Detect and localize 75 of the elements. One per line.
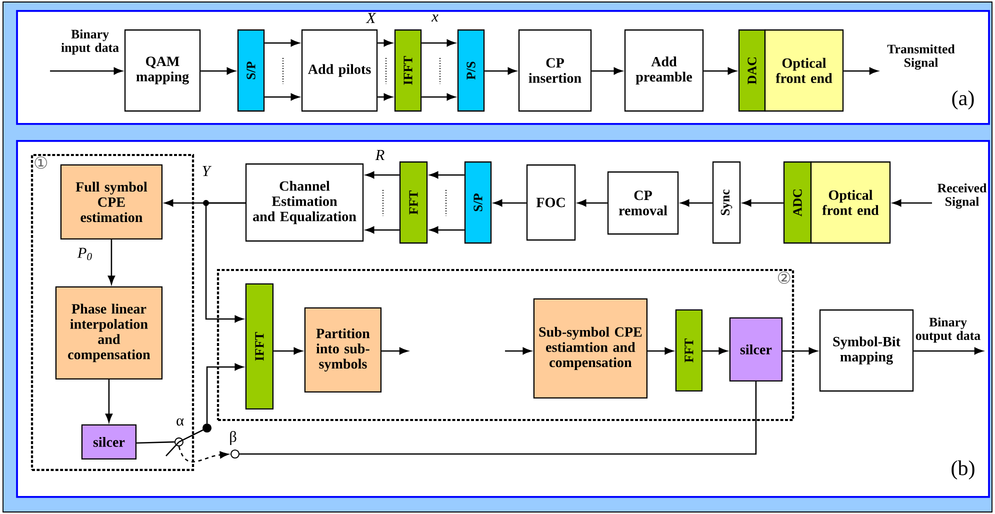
processing-bar: IFFT [245, 283, 274, 410]
edge-label: Binary input data [61, 29, 119, 55]
arrow [505, 347, 532, 355]
process-box: Full symbol CPE estimation [60, 164, 163, 240]
arrow [366, 171, 400, 179]
arrow [382, 347, 408, 355]
arrow [50, 67, 122, 75]
connector-line [136, 441, 174, 444]
arrow [430, 171, 464, 179]
arrow [484, 67, 516, 75]
arrow [844, 67, 878, 75]
panel-label: (a) [952, 90, 974, 110]
arrow [494, 199, 526, 207]
arrow [704, 67, 736, 75]
arrow [782, 347, 818, 355]
process-box: Add preamble [624, 29, 704, 112]
process-box: FOC [526, 164, 576, 241]
process-box: CP removal [607, 171, 679, 235]
signal-label: X [366, 13, 376, 23]
processing-bar: FFT [399, 161, 428, 244]
process-box: QAM mapping [124, 29, 201, 112]
process-box: Add pilots [301, 29, 378, 112]
processing-bar: S/P [464, 161, 492, 244]
arrow [742, 199, 784, 207]
arrow [200, 67, 236, 75]
arrow [680, 199, 712, 207]
processing-bar: ADC [783, 161, 812, 244]
connector-line [240, 382, 757, 455]
process-box: silcer [81, 424, 137, 460]
process-box: Optical front end [764, 29, 844, 112]
arrow [892, 199, 932, 207]
arrow [366, 226, 400, 234]
arrow [105, 380, 112, 422]
arrow [206, 363, 244, 424]
arrow [578, 199, 608, 207]
arrow [422, 93, 456, 101]
process-box: Optical front end [810, 161, 891, 244]
arrow [264, 93, 300, 101]
processing-bar: FFT [675, 309, 703, 392]
signal-label: x [431, 14, 438, 22]
process-box: Channel Estimation and Equalization [245, 163, 364, 242]
arrow [378, 39, 392, 47]
process-box: Sub-symbol CPE estiamtion and compensation [533, 298, 648, 399]
process-box: Phase linear interpolation and compensation [55, 286, 163, 380]
processing-bar: IFFT [394, 29, 422, 112]
edge-label: Received Signal [938, 183, 987, 209]
arrow [914, 347, 983, 355]
signal-label: α [176, 418, 184, 426]
panel-label: (b) [952, 460, 974, 480]
processing-bar: Sync [712, 161, 741, 244]
arrow [430, 226, 464, 234]
switch-contact [174, 437, 184, 446]
edge-label: Transmitted Signal [887, 44, 955, 70]
arrow [422, 39, 456, 47]
processing-bar: P/S [457, 29, 485, 112]
arrow [378, 93, 392, 101]
arrow [274, 347, 302, 355]
signal-label: R [375, 150, 384, 160]
arrow [702, 347, 728, 355]
signal-label: β [230, 431, 236, 445]
process-box: Partition into sub-symbols [304, 307, 382, 393]
processing-bar: S/P [237, 29, 265, 112]
arrow [178, 446, 228, 462]
signal-label: P$_{0}$ [77, 248, 92, 260]
process-box: Symbol-Bit mapping [819, 309, 914, 392]
process-box: silcer [729, 317, 783, 382]
arrow [205, 202, 246, 323]
arrow [648, 347, 674, 355]
arrow [592, 67, 622, 75]
processing-bar: DAC [738, 29, 766, 112]
edge-label: Binary output data [916, 317, 980, 343]
process-box: CP insertion [518, 29, 592, 112]
signal-label: Y [202, 166, 212, 176]
arrow [264, 39, 300, 47]
arrow [108, 240, 115, 284]
